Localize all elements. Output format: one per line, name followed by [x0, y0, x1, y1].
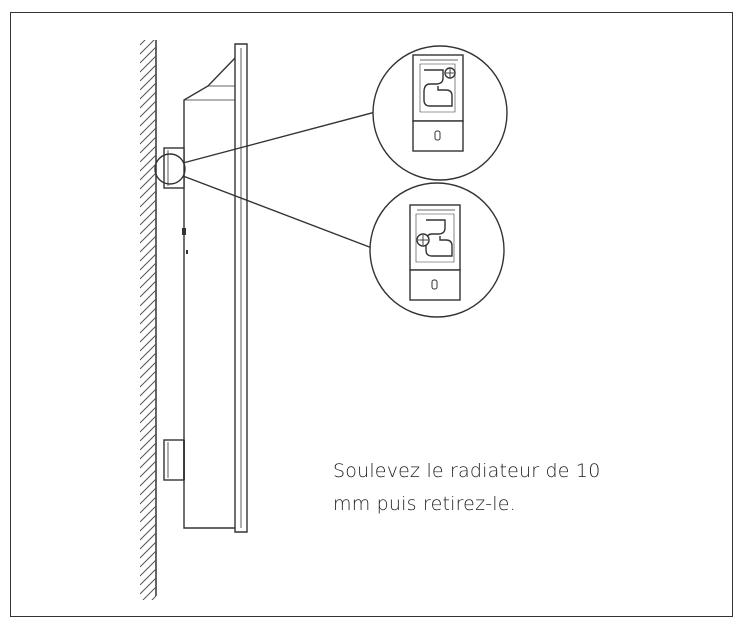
wall-hatch-line: [140, 100, 156, 118]
wall-hatch-line: [140, 262, 156, 280]
wall-hatch-line: [140, 523, 156, 541]
detail-hook-released: [369, 182, 505, 318]
figure-frame: [10, 12, 733, 617]
wall-hatch-line: [140, 541, 156, 559]
wall-hatch-line: [140, 469, 156, 487]
wall-hatch-line: [140, 40, 146, 46]
wall-hatch-line: [140, 163, 156, 181]
wall-hatch-line: [140, 118, 156, 136]
wall-hatch-line: [140, 208, 156, 226]
wall-hatch-line: [140, 298, 156, 316]
instruction-line-2: mm puis retirez-le.: [333, 493, 516, 515]
wall-hatch-line: [140, 451, 156, 469]
wall-hatch-line: [140, 271, 156, 289]
wall-hatch-line: [140, 226, 156, 244]
wall-hatch-line: [140, 487, 156, 505]
wall-hatch-line: [151, 595, 156, 600]
wall-hatch-line: [140, 109, 156, 127]
wall-hatch-line: [140, 442, 156, 460]
wall-hatch-line: [140, 235, 156, 253]
wall-hatch-line: [140, 40, 155, 55]
wall-hatch-line: [140, 136, 156, 154]
wall-hatch-line: [140, 361, 156, 379]
wall-hatch-line: [140, 181, 156, 199]
radiator-side-view: [163, 43, 248, 533]
wall-hatch-line: [140, 532, 156, 550]
wall-hatch-line: [140, 199, 156, 217]
wall-hatch-line: [140, 325, 156, 343]
wall-hatch-line: [140, 91, 156, 109]
wall-hatch-line: [140, 514, 156, 532]
wall-hatch-line: [140, 145, 156, 163]
detail-hook-engaged: [372, 45, 508, 181]
wall-hatch-line: [140, 370, 156, 388]
wall-hatch-line: [140, 415, 156, 433]
wall-hatch-line: [140, 154, 156, 172]
zoom-source-circle: [154, 109, 384, 249]
instruction-caption: Soulevez le radiateur de 10 mm puis reti…: [333, 455, 693, 521]
wall-hatch-line: [140, 388, 156, 406]
wall-hatch-line: [140, 352, 156, 370]
wall-hatch-line: [140, 253, 156, 271]
wall-hatch-line: [140, 334, 156, 352]
wall-hatch-line: [140, 424, 156, 442]
wall-hatch-line: [140, 82, 156, 100]
wall: [140, 20, 157, 629]
wall-hatch-line: [140, 568, 156, 586]
wall-hatch-line: [140, 307, 156, 325]
wall-hatch-line: [140, 73, 156, 91]
wall-hatch-line: [140, 478, 156, 496]
instruction-line-1: Soulevez le radiateur de 10: [333, 460, 601, 482]
wall-hatch-line: [140, 190, 156, 208]
wall-hatch-line: [140, 496, 156, 514]
wall-hatch-line: [140, 577, 156, 595]
wall-hatch-line: [140, 127, 156, 145]
wall-hatch-line: [140, 172, 156, 190]
wall-hatch-line: [140, 605, 156, 621]
wall-hatch-line: [140, 289, 156, 307]
wall-hatch-line: [140, 343, 156, 361]
wall-hatch-line: [140, 505, 156, 523]
wall-hatch-line: [140, 406, 156, 424]
wall-hatch-line: [140, 55, 156, 73]
wall-hatch-line: [140, 280, 156, 298]
wall-hatch-line: [140, 46, 156, 64]
wall-hatch-line: [140, 244, 156, 262]
wall-hatch-line: [140, 614, 156, 629]
wall-hatch-line: [140, 433, 156, 451]
wall-hatch-line: [140, 217, 156, 235]
wall-hatch-line: [142, 586, 156, 600]
wall-hatch-line: [140, 623, 156, 629]
wall-hatch-line: [140, 460, 156, 478]
wall-hatch-line: [140, 397, 156, 415]
wall-hatch-line: [140, 559, 156, 577]
wall-hatch-line: [140, 379, 156, 397]
wall-hatch-line: [140, 20, 156, 36]
wall-hatch-line: [140, 550, 156, 568]
wall-hatch-line: [140, 316, 156, 334]
wall-hatch-line: [140, 64, 156, 82]
